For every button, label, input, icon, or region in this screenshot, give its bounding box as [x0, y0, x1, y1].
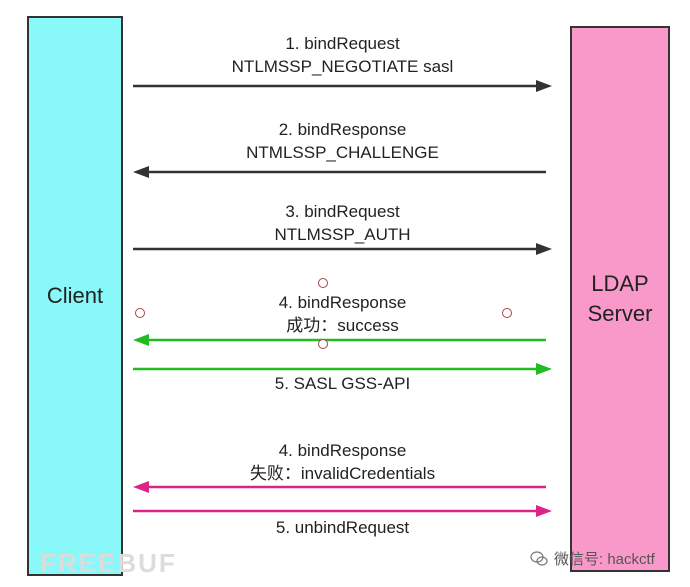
message-1-title: 1. bindRequest	[285, 34, 400, 53]
message-3-arrow	[133, 243, 552, 255]
message-6-title: 4. bindResponse	[278, 441, 407, 460]
message-7-title: 5. unbindRequest	[275, 518, 410, 537]
wechat-attribution: 微信号: hackctf	[530, 548, 655, 569]
message-5-title: 5. SASL GSS-API	[274, 374, 411, 393]
message-7-label: 5. unbindRequest	[150, 516, 535, 539]
message-3-detail: NTLMSSP_AUTH	[274, 225, 411, 244]
message-3-title: 3. bindRequest	[285, 202, 400, 221]
ldap-server-label: LDAP Server	[587, 271, 653, 326]
freebuf-watermark: FREEBUF	[40, 548, 177, 578]
message-4-title: 4. bindResponse	[278, 293, 407, 312]
message-3-label: 3. bindRequest NTLMSSP_AUTH	[150, 200, 535, 246]
message-1-arrow	[133, 80, 552, 92]
arrowhead	[536, 80, 552, 92]
arrowhead	[536, 243, 552, 255]
arrowhead	[133, 166, 149, 178]
message-6-arrow	[133, 481, 546, 493]
message-4-detail: 成功：success	[286, 316, 399, 335]
selection-handle[interactable]	[318, 278, 328, 288]
message-2-arrow	[133, 166, 546, 178]
ldap-server-lifeline-box: LDAP Server	[570, 26, 670, 572]
message-5-label: 5. SASL GSS-API	[150, 372, 535, 395]
arrowhead	[536, 363, 552, 375]
client-label: Client	[46, 283, 104, 308]
message-6-detail: 失败：invalidCredentials	[249, 464, 436, 483]
message-5-arrow	[133, 363, 552, 375]
message-2-detail: NTMLSSP_CHALLENGE	[246, 143, 439, 162]
selection-handle[interactable]	[318, 339, 328, 349]
arrowhead	[536, 505, 552, 517]
message-7-arrow	[133, 505, 552, 517]
message-4-arrow	[133, 334, 546, 346]
arrowhead	[133, 334, 149, 346]
message-4-label: 4. bindResponse 成功：success	[150, 291, 535, 337]
message-6-label: 4. bindResponse 失败：invalidCredentials	[150, 439, 535, 485]
arrowhead	[133, 481, 149, 493]
message-2-label: 2. bindResponse NTMLSSP_CHALLENGE	[150, 118, 535, 164]
message-1-detail: NTLMSSP_NEGOTIATE sasl	[231, 57, 454, 76]
wechat-icon	[530, 550, 548, 566]
selection-handle[interactable]	[135, 308, 145, 318]
message-1-label: 1. bindRequest NTLMSSP_NEGOTIATE sasl	[150, 32, 535, 78]
selection-handle[interactable]	[502, 308, 512, 318]
message-2-title: 2. bindResponse	[278, 120, 407, 139]
wechat-id: 微信号: hackctf	[554, 551, 655, 568]
client-lifeline-box: Client	[27, 16, 123, 576]
